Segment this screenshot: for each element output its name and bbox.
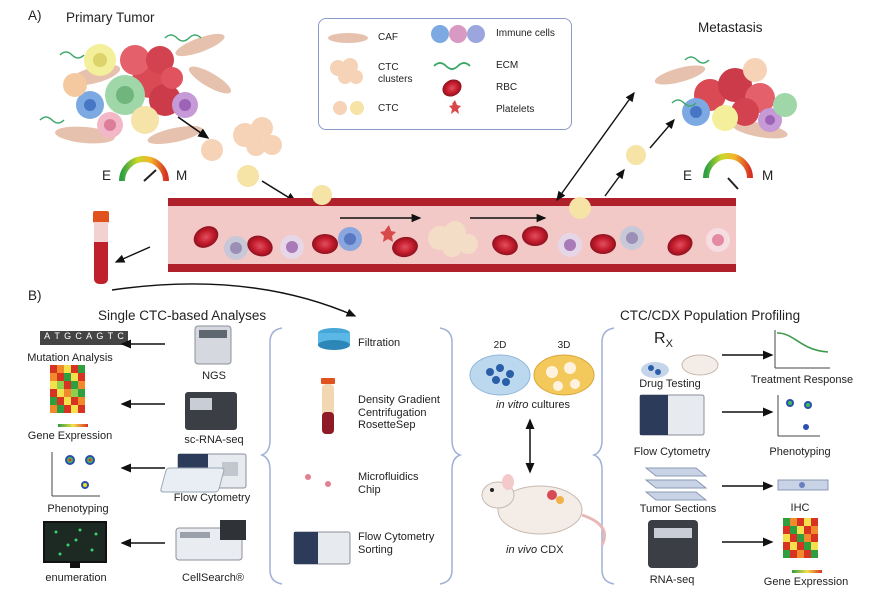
in-vitro-label: in vitro cultures (496, 399, 570, 412)
in-vitro-italic: in vitro (496, 399, 529, 411)
flow-cytometer-right (639, 394, 705, 436)
treatment-response-plot (774, 330, 830, 369)
legend-immune-cells: Immune cells (496, 28, 555, 39)
culture-dish-2d (469, 354, 531, 396)
legend-ctc-clusters: CTC clusters (378, 62, 413, 85)
arrow-to-metastasis (649, 118, 675, 149)
legend-box (318, 18, 572, 130)
output-mutation-analysis: Mutation Analysis (27, 352, 113, 364)
rx-symbol: RX (654, 330, 673, 351)
bracket-mid-right (591, 327, 615, 585)
isolation-filtration: Filtration (358, 337, 401, 349)
emt-gauge-right (703, 153, 753, 190)
primary-tumor-title: Primary Tumor (66, 10, 155, 25)
flow-sorter-icon (293, 531, 351, 565)
in-vivo-italic: in vivo (506, 544, 538, 556)
method-ngs: NGS (202, 370, 226, 382)
output-gene-expression-left: Gene Expression (27, 430, 113, 442)
legend-caf: CAF (378, 32, 398, 43)
population-profiling-title: CTC/CDX Population Profiling (620, 308, 801, 323)
arrow-extravasation (556, 91, 635, 202)
isolation-density-gradient: Density Gradient Centrifugation RosetteS… (358, 394, 440, 432)
ctc-cluster-escape (201, 117, 282, 187)
panel-a-label: A) (28, 8, 42, 23)
dna-letter: G (96, 331, 104, 341)
method-flow-cytometry-left: Flow Cytometry (173, 492, 251, 504)
dna-letter: C (75, 331, 82, 341)
rx-x: X (665, 338, 673, 351)
culture-3d-label: 3D (557, 340, 571, 351)
output-gene-expression-right: Gene Expression (763, 576, 849, 588)
filtration-icon (318, 328, 350, 350)
in-vivo-rest: CDX (537, 544, 564, 556)
gauge-left-m: M (176, 168, 188, 183)
method-flow-cytometry-right: Flow Cytometry (633, 446, 711, 458)
emt-gauge-left (119, 156, 169, 182)
method-drug-testing: Drug Testing (639, 378, 701, 390)
gauge-left-e: E (102, 168, 112, 183)
single-ctc-title: Single CTC-based Analyses (98, 308, 267, 323)
tumor-sections-icon (644, 467, 708, 501)
dna-letter: A (44, 331, 51, 341)
phenotyping-scatter-left (51, 452, 100, 497)
arrow-tube-to-isolation (111, 283, 357, 317)
method-sc-rna-seq: sc-RNA-seq (184, 434, 244, 446)
legend-ctc: CTC (378, 103, 399, 114)
output-treatment-response: Treatment Response (750, 374, 854, 386)
method-tumor-sections: Tumor Sections (639, 503, 717, 515)
metastasis-illustration (626, 56, 797, 165)
sc-rna-seq-instrument (185, 392, 237, 430)
bracket-mid-left (439, 327, 463, 585)
output-phenotyping-left: Phenotyping (47, 503, 109, 515)
heatmap-right (783, 518, 822, 573)
enumeration-monitor (43, 521, 107, 568)
dna-letter: A (86, 331, 93, 341)
blood-vessel (168, 185, 736, 272)
density-gradient-tube-icon (321, 378, 335, 434)
phenotyping-scatter-right (777, 395, 820, 437)
culture-2d-label: 2D (493, 340, 507, 351)
metastasis-title: Metastasis (698, 20, 763, 35)
dna-letter: G (64, 331, 72, 341)
heatmap-left (50, 365, 88, 427)
rna-seq-instrument (648, 520, 698, 568)
primary-tumor-illustration (39, 33, 232, 144)
ihc-slide (777, 479, 829, 491)
blood-collection-tube (93, 211, 109, 284)
arrow-vessel-to-tube (114, 246, 151, 263)
method-cellsearch: CellSearch® (182, 572, 244, 584)
in-vivo-label: in vivo CDX (506, 544, 563, 557)
legend-ecm: ECM (496, 60, 519, 71)
cellsearch-instrument (175, 520, 246, 561)
in-vitro-rest: cultures (528, 399, 570, 411)
output-phenotyping-right: Phenotyping (769, 446, 831, 458)
legend-rbc: RBC (496, 82, 518, 93)
ngs-instrument (194, 325, 232, 365)
method-rna-seq: RNA-seq (649, 574, 695, 586)
microfluidics-chip-icon (160, 467, 331, 493)
gauge-right-e: E (683, 168, 693, 183)
culture-dish-3d (533, 354, 595, 396)
isolation-microfluidics: Microfluidics Chip (358, 471, 419, 496)
gauge-right-m: M (762, 168, 774, 183)
dna-letter: C (117, 331, 124, 341)
dna-letters: A T G C A G T C (42, 331, 126, 345)
output-ihc: IHC (790, 502, 810, 514)
mouse-illustration (481, 474, 606, 546)
dna-sequence-graphic (40, 331, 128, 345)
panel-b-label: B) (28, 288, 42, 303)
isolation-flow-sorting: Flow Cytometry Sorting (358, 531, 435, 556)
arrow-tumor-to-cluster (177, 116, 210, 139)
legend-platelets: Platelets (496, 104, 535, 115)
legend-icons (328, 25, 485, 115)
output-enumeration: enumeration (45, 572, 107, 584)
drug-testing-mouse (641, 354, 719, 378)
dna-letter: T (54, 331, 60, 341)
bracket-left (259, 327, 283, 585)
arrow-ctc-out (604, 168, 625, 197)
dna-letter: T (107, 331, 114, 341)
rx-r: R (654, 330, 666, 347)
